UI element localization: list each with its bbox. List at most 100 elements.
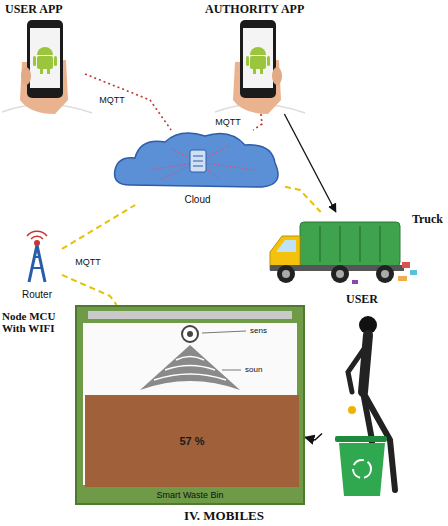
device-label: Node MCU With WIFI: [2, 310, 74, 334]
truck-node: Truck: [265, 212, 445, 285]
recycle-can: [335, 436, 387, 496]
bin-body: [75, 305, 305, 505]
cloud-shape: [115, 133, 278, 187]
bin-body: [182, 326, 198, 342]
garbage-truck: [320, 226, 380, 262]
user-phone: [30, 28, 60, 88]
recycle-can: [335, 436, 387, 442]
garbage-truck: [300, 222, 400, 266]
person-figure: [348, 406, 356, 414]
router-antenna: [34, 256, 40, 258]
user-phone: [37, 56, 53, 69]
user-phone: [21, 67, 31, 85]
user-phone: [37, 47, 53, 55]
router-antenna: [29, 245, 45, 282]
garbage-truck: [410, 270, 417, 275]
bin-body: [154, 357, 226, 381]
authority-phone: [272, 67, 282, 85]
connector: [305, 433, 322, 440]
authority-phone: [250, 56, 266, 69]
garbage-truck: [331, 265, 349, 283]
cloud-shape: [193, 166, 203, 167]
connector: [253, 114, 262, 130]
cloud-shape: [115, 133, 278, 187]
garbage-truck: [352, 280, 358, 284]
garbage-truck: [270, 222, 417, 284]
bin-body: [88, 311, 292, 319]
authority-phone: [246, 56, 249, 66]
garbage-truck: [359, 226, 361, 262]
garbage-truck: [277, 265, 295, 283]
connector: [284, 114, 335, 212]
bin-body: [187, 331, 193, 337]
garbage-truck: [381, 270, 389, 278]
bin-body: [165, 366, 215, 371]
user-node: USER: [322, 292, 402, 500]
leader-line: [222, 370, 241, 371]
garbage-truck: [339, 226, 341, 262]
garbage-truck: [282, 270, 290, 278]
user-phone-node: USER APP: [5, 2, 85, 114]
leader-line: [202, 331, 246, 370]
garbage-truck: [276, 240, 296, 252]
section-heading: IV. MOBILES: [184, 508, 264, 524]
cloud-shape: [193, 156, 203, 157]
protocol-label: MQTT: [97, 95, 127, 106]
node-label: AUTHORITY APP: [205, 2, 304, 17]
leader-line: [202, 331, 246, 333]
user-phone: [20, 20, 68, 114]
router-antenna: [31, 236, 43, 239]
bin-body: [140, 345, 240, 390]
protocol-label: MQTT: [73, 257, 103, 268]
recycle-can: [353, 460, 371, 478]
router-antenna: [34, 240, 40, 246]
person-figure: [348, 346, 366, 392]
garbage-truck: [398, 276, 407, 281]
node-label: Truck: [412, 212, 443, 227]
node-label: USER: [346, 292, 378, 307]
cloud-shape: [150, 145, 255, 180]
node-label: Cloud: [184, 194, 210, 205]
garbage-truck: [379, 226, 381, 262]
garbage-truck: [336, 270, 344, 278]
authority-phone: [243, 28, 273, 88]
cloud-shape: [198, 162, 255, 170]
cloud-shape: [193, 161, 203, 162]
connector: [85, 74, 171, 130]
authority-phone: [233, 20, 282, 114]
authority-phone: [253, 69, 256, 74]
authority-phone: [240, 20, 276, 98]
part-label: sens: [250, 326, 267, 335]
cloud-node: Cloud: [110, 130, 285, 205]
node-label: USER APP: [5, 2, 63, 17]
router-node: Router: [12, 228, 62, 300]
user-phone: [47, 69, 50, 74]
user-phone: [40, 69, 43, 74]
bin-body: [75, 305, 305, 505]
user-phone: [33, 56, 36, 66]
authority-phone: [267, 56, 270, 66]
node-label: 57 %: [179, 435, 204, 447]
recycle-can: [339, 443, 385, 496]
user-phone: [27, 20, 63, 98]
fill-level: 57 %: [85, 395, 299, 487]
garbage-truck: [270, 236, 300, 270]
router-antenna: [32, 267, 42, 269]
bin-body: [154, 374, 226, 380]
part-label: soun: [245, 365, 262, 374]
node-label: Router: [22, 289, 52, 300]
authority-phone-node: AUTHORITY APP: [200, 2, 310, 114]
router-antenna: [27, 231, 47, 236]
authority-phone: [250, 47, 266, 55]
authority-phone: [260, 69, 263, 74]
connector: [62, 275, 117, 305]
garbage-truck: [376, 265, 394, 283]
protocol-label: MQTT: [213, 117, 243, 128]
connector: [285, 187, 321, 212]
node-label: Smart Waste Bin: [156, 490, 223, 500]
garbage-truck: [402, 262, 410, 268]
router-antenna: [27, 231, 47, 282]
bin-body: [176, 357, 204, 361]
user-phone: [54, 56, 57, 66]
